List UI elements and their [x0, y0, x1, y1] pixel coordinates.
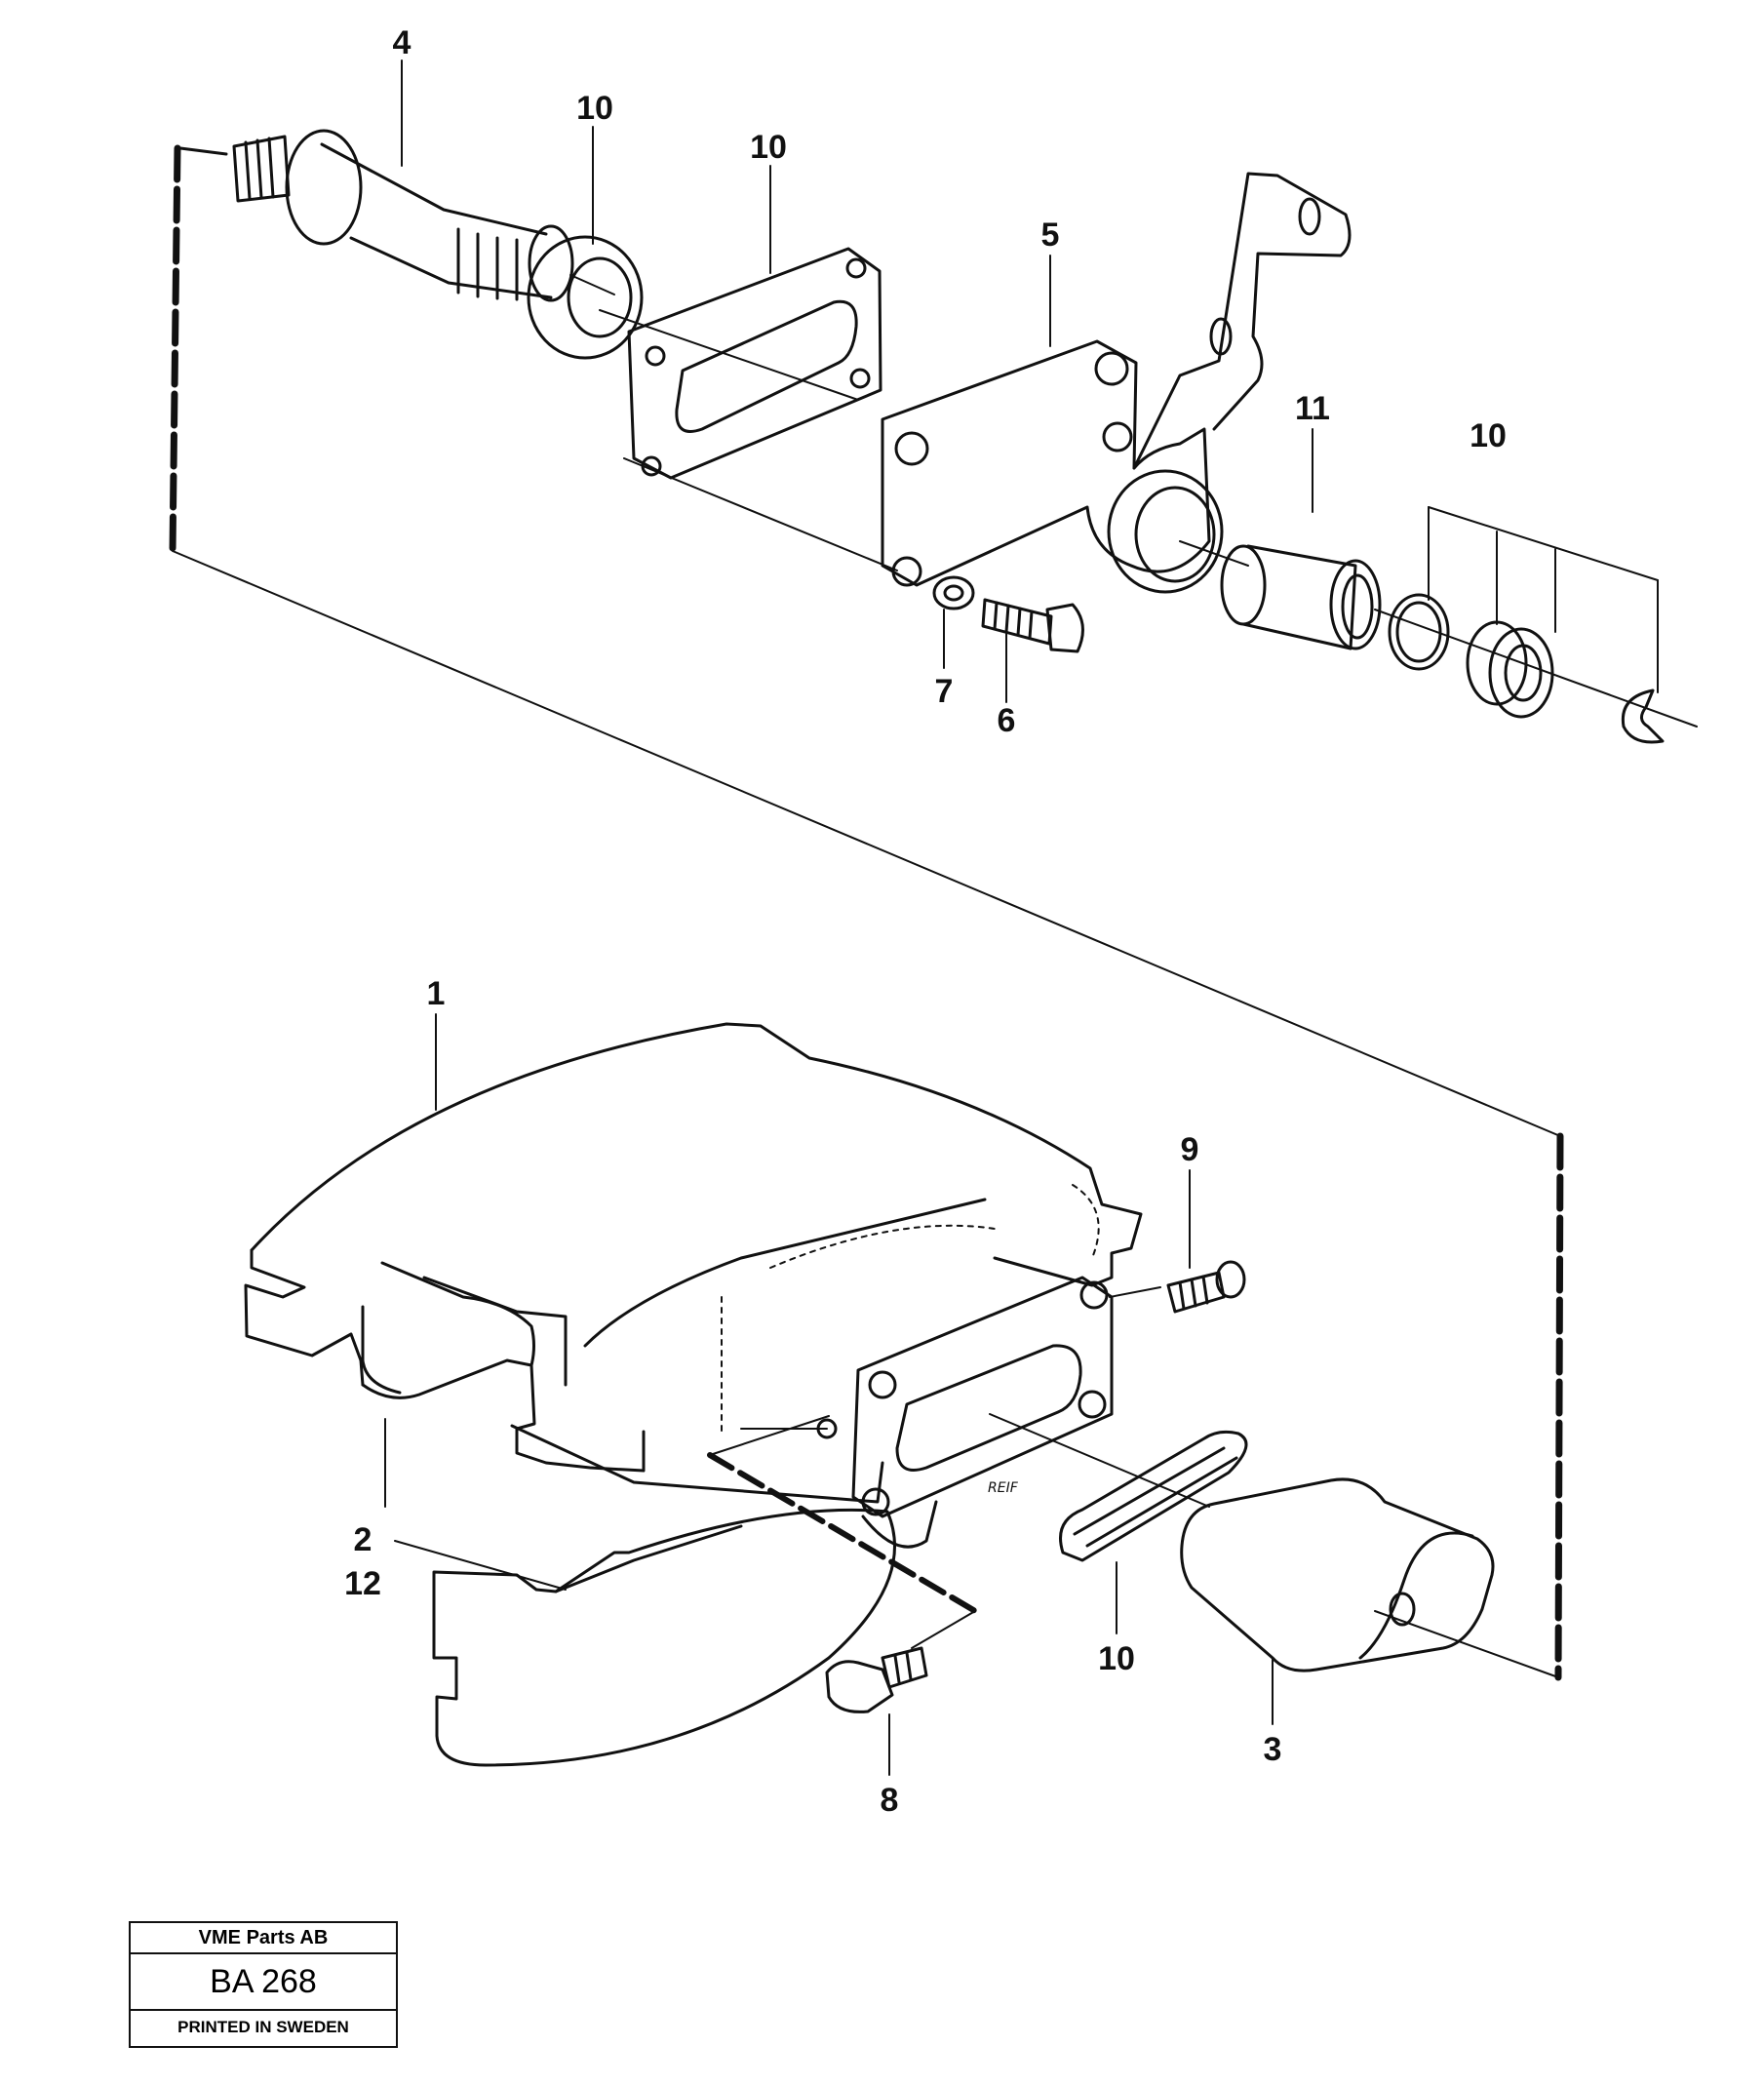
title-block: VME Parts AB BA 268 PRINTED IN SWEDEN	[129, 1921, 398, 2048]
part-3-cover-block	[1180, 1477, 1495, 1672]
part-9-screw	[1166, 1260, 1246, 1314]
assembly-dashed-boundary	[169, 144, 1564, 1681]
callout-10-lower-seal: 10	[1098, 1640, 1135, 1677]
part-5-lever-housing	[881, 172, 1352, 594]
part-10-washer-group	[1388, 506, 1665, 744]
callout-7: 7	[935, 673, 954, 710]
callout-2: 2	[354, 1521, 372, 1558]
callout-6: 6	[998, 702, 1016, 739]
reif-stamp: REIF	[988, 1480, 1019, 1496]
title-block-printed: PRINTED IN SWEDEN	[177, 2018, 349, 2036]
callout-10-washers: 10	[1470, 417, 1507, 454]
part-4-splined-pin	[232, 129, 615, 302]
callout-5: 5	[1041, 216, 1060, 254]
part-1-main-housing	[244, 1022, 1143, 1504]
callout-3: 3	[1264, 1731, 1282, 1768]
callout-4: 4	[393, 24, 412, 61]
callout-10-seal-ring: 10	[576, 90, 613, 127]
callout-1: 1	[427, 975, 446, 1012]
callout-9: 9	[1181, 1131, 1199, 1168]
housing-mounting-flange	[740, 1276, 1210, 1549]
title-block-code: BA 268	[131, 1954, 396, 2011]
part-10-seal-ring	[527, 235, 644, 360]
callout-11: 11	[1295, 390, 1330, 427]
part-10-lower-seal-ring	[1059, 1430, 1248, 1562]
callout-10-gasket: 10	[750, 129, 787, 166]
part-7-washer	[932, 575, 975, 610]
callout-numbers: 4 10 10 5 11 10 7 6 1 9 2 12 10 3 8	[344, 24, 1507, 1819]
callout-leader-lines	[401, 59, 1313, 1776]
part-6-bolt	[981, 598, 1084, 653]
part-11-bushing	[1220, 544, 1698, 728]
part-8-grease-nipple	[825, 1646, 928, 1713]
callout-8: 8	[881, 1782, 899, 1819]
title-block-company: VME Parts AB	[131, 1923, 396, 1954]
callout-12: 12	[344, 1565, 381, 1602]
part-10-gasket-plate	[599, 247, 898, 571]
part-2-12-guide-plate	[384, 1418, 896, 1767]
